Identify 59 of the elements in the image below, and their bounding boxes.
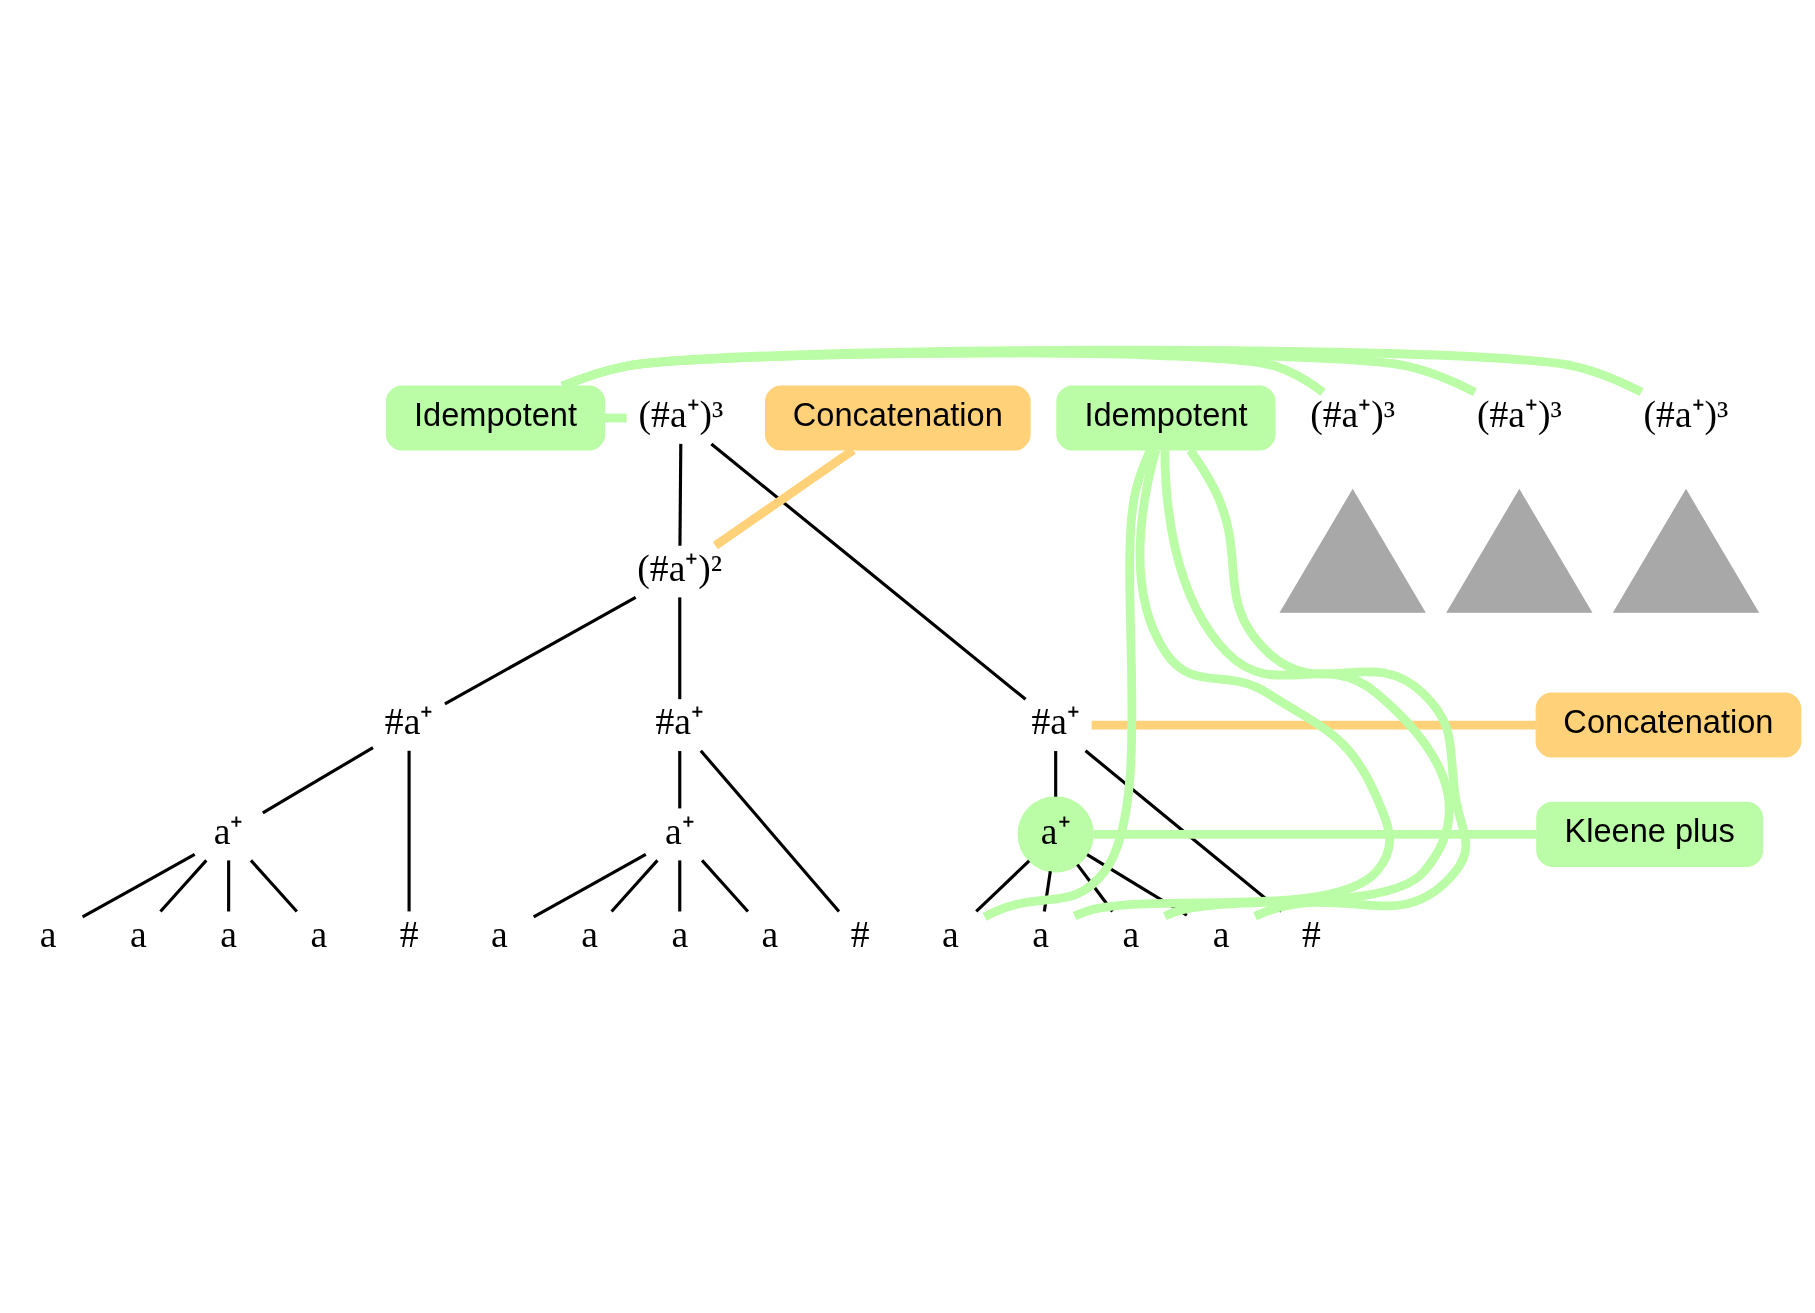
connector bbox=[604, 413, 627, 423]
node-text: #a⁺ bbox=[1031, 701, 1080, 743]
node-text: a bbox=[130, 913, 147, 955]
node-box: Concatenation bbox=[764, 385, 1031, 451]
connector bbox=[532, 853, 647, 919]
node-text: (#a⁺)³ bbox=[1476, 394, 1562, 436]
connector bbox=[710, 442, 1027, 701]
connector bbox=[560, 345, 1644, 396]
node-box: Idempotent bbox=[1056, 385, 1276, 451]
node-text: a bbox=[761, 913, 779, 955]
node-text: (#a⁺)³ bbox=[1643, 394, 1729, 436]
node-circle: a⁺ bbox=[1017, 796, 1094, 873]
connector bbox=[407, 750, 411, 912]
node-text: #a⁺ bbox=[655, 701, 704, 743]
node-text: # bbox=[1301, 913, 1321, 955]
node-text: (#a⁺)³ bbox=[638, 394, 724, 436]
node-triangle bbox=[1612, 488, 1760, 613]
node-triangle bbox=[1279, 488, 1426, 613]
node-text: a bbox=[1122, 913, 1140, 955]
connector bbox=[1042, 871, 1052, 912]
connector bbox=[1091, 720, 1537, 730]
connector bbox=[678, 597, 682, 700]
node-text: a bbox=[942, 913, 959, 955]
connector bbox=[1093, 829, 1537, 839]
connector bbox=[1072, 448, 1394, 921]
node-text: (#a⁺)² bbox=[637, 547, 723, 589]
connector bbox=[678, 860, 682, 912]
node-text: a bbox=[220, 913, 237, 955]
connector bbox=[678, 443, 683, 546]
connector bbox=[1054, 751, 1058, 797]
connector bbox=[1076, 863, 1114, 913]
connector bbox=[678, 751, 682, 809]
connector bbox=[444, 596, 637, 706]
node-text: a⁺ bbox=[213, 810, 244, 852]
connector bbox=[262, 746, 374, 815]
node-text: a⁺ bbox=[664, 810, 695, 852]
node-box: Kleene plus bbox=[1536, 801, 1764, 867]
connector bbox=[700, 859, 750, 913]
connector bbox=[159, 859, 208, 913]
node-box: Idempotent bbox=[385, 385, 606, 451]
connector bbox=[975, 859, 1031, 913]
node-text: # bbox=[399, 913, 419, 955]
connector bbox=[249, 859, 298, 913]
node-text: # bbox=[850, 913, 870, 955]
node-text: a bbox=[671, 913, 689, 955]
connector bbox=[227, 860, 231, 912]
node-text: a bbox=[581, 913, 598, 955]
node-box: Concatenation bbox=[1535, 692, 1802, 758]
connector bbox=[699, 749, 841, 913]
node-text: #a⁺ bbox=[384, 701, 434, 743]
node-text: (#a⁺)³ bbox=[1310, 394, 1396, 436]
node-text: a bbox=[1212, 913, 1230, 955]
node-triangle bbox=[1446, 488, 1593, 613]
node-text: a bbox=[39, 913, 57, 955]
node-text: a bbox=[490, 913, 508, 955]
node-text: a bbox=[1032, 913, 1049, 955]
connector bbox=[81, 853, 196, 919]
node-text: a bbox=[310, 913, 328, 955]
connector bbox=[610, 859, 659, 913]
